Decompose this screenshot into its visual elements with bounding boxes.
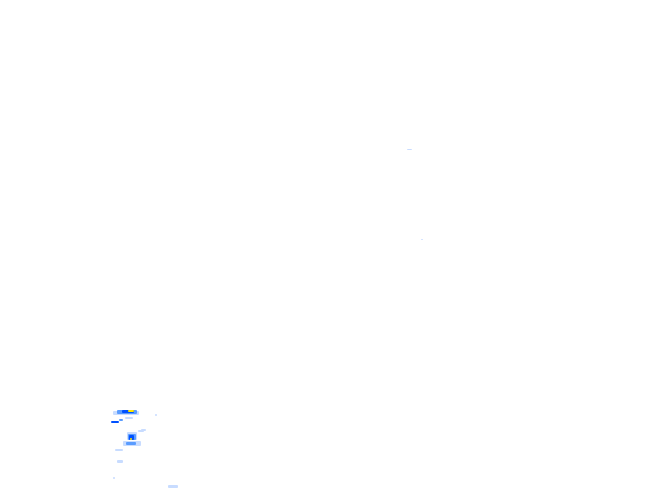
radar-echo	[125, 417, 133, 419]
radar-echo	[407, 149, 412, 150]
radar-echo	[126, 442, 136, 445]
radar-echo	[168, 485, 178, 488]
radar-echo	[117, 460, 123, 463]
radar-echo	[119, 419, 123, 421]
radar-echo	[421, 239, 423, 240]
radar-echo	[155, 414, 157, 416]
radar-echo	[130, 438, 132, 440]
radar-echo	[141, 429, 146, 431]
radar-echo	[128, 410, 134, 412]
radar-echo	[111, 421, 119, 423]
radar-echo	[115, 449, 123, 451]
radar-echo	[113, 477, 115, 479]
